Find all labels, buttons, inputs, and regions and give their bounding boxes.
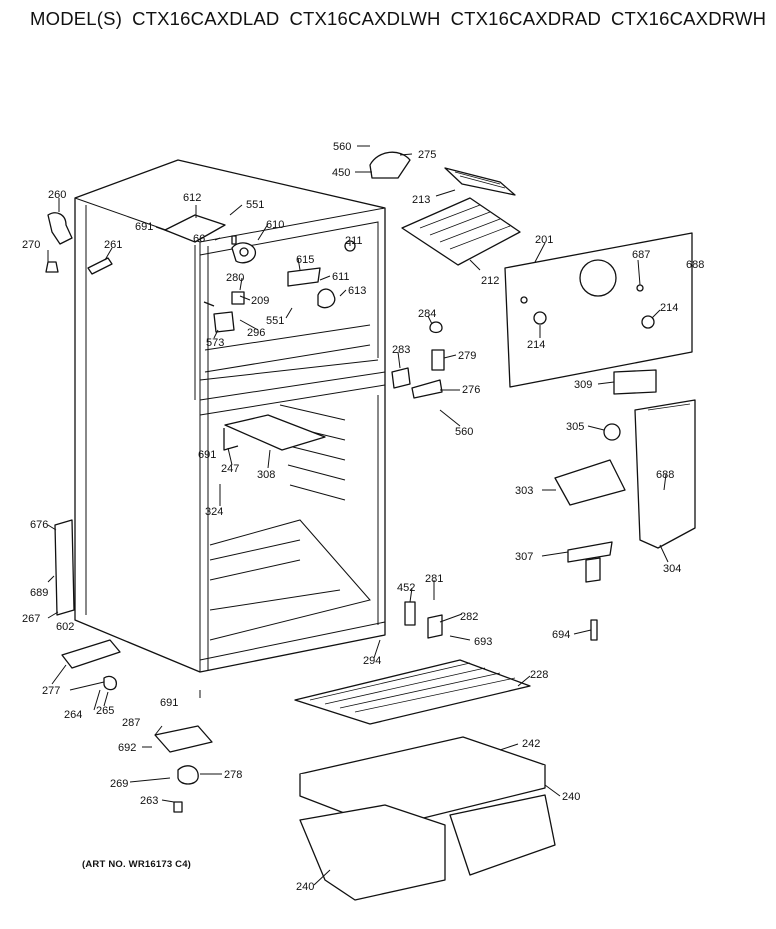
- callout-label: 281: [425, 573, 443, 585]
- model-number: CTX16CAXDLWH: [289, 8, 441, 29]
- callout-label: 280: [226, 272, 244, 284]
- callout-label: 693: [474, 636, 492, 648]
- callout-label: 275: [418, 149, 436, 161]
- model-header: MODEL(S) CTX16CAXDLAD CTX16CAXDLWH CTX16CAX…: [30, 8, 776, 30]
- callout-label: 214: [660, 302, 678, 314]
- callout-label: 688: [686, 259, 704, 271]
- callout-label: 307: [515, 551, 533, 563]
- model-number: CTX16CAXDLAD: [132, 8, 280, 29]
- callout-label: 551: [266, 315, 284, 327]
- callout-label: 66: [193, 233, 205, 245]
- callout-label: 261: [104, 239, 122, 251]
- callout-label: 296: [247, 327, 265, 339]
- callout-label: 304: [663, 563, 681, 575]
- control-parts: [404, 399, 696, 641]
- callout-label: 284: [418, 308, 436, 320]
- callout-label: 560: [455, 426, 473, 438]
- callout-label: 615: [296, 254, 314, 266]
- callout-labels: 560 275 450 213 612 551 260 691 610 211 …: [22, 141, 704, 893]
- callout-label: 610: [266, 219, 284, 231]
- freezer-parts: [164, 214, 356, 451]
- callout-label: 303: [515, 485, 533, 497]
- art-number: (ART NO. WR16173 C4): [82, 859, 192, 870]
- callout-label: 282: [460, 611, 478, 623]
- callout-label: 247: [221, 463, 239, 475]
- callout-label: 277: [42, 685, 60, 697]
- callout-label: 602: [56, 621, 74, 633]
- callout-label: 283: [392, 344, 410, 356]
- callout-label: 324: [205, 506, 223, 518]
- callout-label: 214: [527, 339, 545, 351]
- callout-label: 211: [345, 235, 363, 247]
- callout-label: 692: [118, 742, 136, 754]
- callout-label: 611: [332, 271, 350, 283]
- callout-label: 613: [348, 285, 366, 297]
- callout-label: 270: [22, 239, 40, 251]
- callout-label: 240: [296, 881, 314, 893]
- callout-label: 573: [206, 337, 224, 349]
- callout-label: 267: [22, 613, 40, 625]
- callout-label: 688: [656, 469, 674, 481]
- callout-label: 452: [397, 582, 415, 594]
- callout-label: 694: [552, 629, 570, 641]
- callout-label: 278: [224, 769, 242, 781]
- callout-label: 263: [140, 795, 158, 807]
- callout-label: 212: [481, 275, 499, 287]
- callout-label: 294: [363, 655, 381, 667]
- callout-label: 687: [632, 249, 650, 261]
- callout-label: 691: [160, 697, 178, 709]
- model-prefix: MODEL(S): [30, 8, 123, 29]
- callout-label: 691: [135, 221, 153, 233]
- crisper-parts: [154, 659, 556, 901]
- callout-label: 276: [462, 384, 480, 396]
- callout-label: 279: [458, 350, 476, 362]
- callout-label: 287: [122, 717, 140, 729]
- callout-label: 612: [183, 192, 201, 204]
- callout-label: 265: [96, 705, 114, 717]
- model-number: CTX16CAXDRWH: [611, 8, 767, 29]
- callout-label: 309: [574, 379, 592, 391]
- model-number: CTX16CAXDRAD: [450, 8, 601, 29]
- callout-label: 691: [198, 449, 216, 461]
- evaporator-cover-parts: [369, 151, 693, 399]
- callout-label: 676: [30, 519, 48, 531]
- callout-label: 269: [110, 778, 128, 790]
- callout-label: 450: [332, 167, 350, 179]
- callout-label: 213: [412, 194, 430, 206]
- callout-label: 201: [535, 234, 553, 246]
- callout-label: 308: [257, 469, 275, 481]
- callout-label: 305: [566, 421, 584, 433]
- callout-label: 264: [64, 709, 82, 721]
- exploded-parts-diagram: 560 275 450 213 612 551 260 691 610 211 …: [22, 141, 704, 901]
- callout-label: 240: [562, 791, 580, 803]
- refrigerator-cabinet: [74, 159, 386, 673]
- callout-label: 689: [30, 587, 48, 599]
- callout-label: 242: [522, 738, 540, 750]
- callout-label: 228: [530, 669, 548, 681]
- leader-lines: [47, 145, 693, 886]
- callout-label: 551: [246, 199, 264, 211]
- callout-label: 260: [48, 189, 66, 201]
- callout-label: 209: [251, 295, 269, 307]
- hinge-parts: [45, 212, 121, 691]
- callout-label: 560: [333, 141, 351, 153]
